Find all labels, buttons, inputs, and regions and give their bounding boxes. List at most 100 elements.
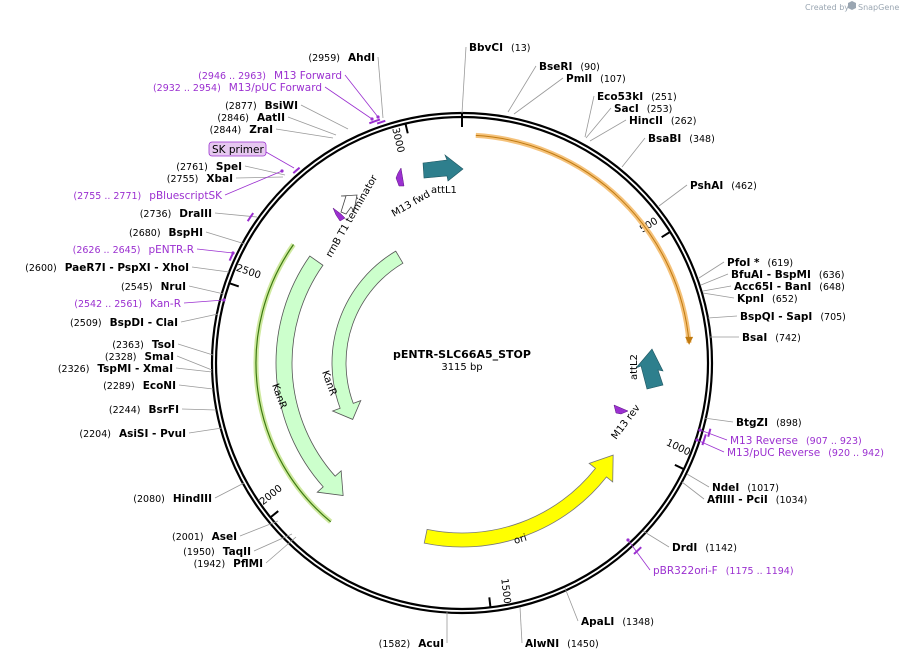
ori-arrow [423, 454, 614, 548]
primer-label[interactable]: pBluescriptSK(2755 .. 2771) [73, 169, 284, 202]
enzyme-site[interactable]: BspHI(2680) [129, 227, 246, 245]
primer-bind-mark [698, 428, 702, 432]
primer-label[interactable]: pENTR-R(2626 .. 2645) [73, 244, 235, 256]
tick-label: 3000 [389, 127, 406, 154]
enzyme-site[interactable]: TspMI - XmaI(2326) [58, 363, 213, 375]
site-leader [275, 128, 334, 139]
enzyme-position: (2680) [129, 228, 161, 239]
enzyme-site[interactable]: HincII(262) [589, 115, 696, 142]
enzyme-site[interactable]: KpnI(652) [702, 292, 798, 305]
enzyme-site[interactable]: HindIII(2080) [133, 482, 245, 505]
enzyme-site[interactable]: TsoI(2363) [112, 339, 214, 356]
primer-label[interactable]: M13/pUC Reverse (920 .. 942) [695, 438, 884, 459]
enzyme-position: (2736) [140, 209, 172, 220]
enzyme-position: (90) [580, 62, 600, 73]
enzyme-site[interactable]: AlwNI(1450) [519, 606, 599, 650]
enzyme-site[interactable]: ZraI(2844) [210, 124, 334, 139]
site-leader [584, 95, 595, 138]
primer-label[interactable]: M13 Reverse(907 .. 923) [698, 428, 862, 447]
enzyme-site[interactable]: BbvCI(13) [461, 42, 531, 114]
enzyme-site[interactable]: SacI(253) [585, 103, 672, 139]
sk-primer-leader [265, 151, 295, 169]
tick-mark [228, 282, 240, 288]
primer-site-arc [228, 251, 235, 262]
enzyme-site[interactable]: TaqII(1950) [183, 533, 293, 558]
enzyme-site[interactable]: Eco53kI(251) [584, 91, 677, 138]
primer-leader [627, 539, 651, 571]
plasmid-name: pENTR-SLC66A5_STOP [393, 348, 531, 361]
enzyme-name: BspDI - ClaI [110, 317, 178, 329]
enzyme-position: (648) [819, 282, 845, 293]
primer-range: (920 .. 942) [828, 448, 884, 459]
site-leader [176, 355, 213, 371]
enzyme-site[interactable]: BsaI(742) [710, 332, 801, 344]
enzyme-site[interactable]: BsaBI(348) [621, 133, 715, 168]
enzyme-site[interactable]: NdeI(1017) [686, 473, 779, 494]
enzyme-position: (2363) [112, 340, 144, 351]
enzyme-site[interactable]: SpeI(2761) [176, 161, 286, 176]
enzyme-site[interactable]: AseI(2001) [172, 520, 279, 543]
enzyme-site[interactable]: AsiSI - PvuI(2204) [79, 427, 223, 440]
enzyme-name: BspQI - SapI [740, 311, 812, 323]
enzyme-position: (2877) [225, 101, 257, 112]
primer-label[interactable]: pBR322ori-F(1175 .. 1194) [626, 538, 794, 577]
site-leader [585, 107, 612, 139]
tick-mark [404, 123, 409, 134]
enzyme-name: BtgZI [736, 417, 768, 429]
enzyme-site[interactable]: AcuI(1582) [379, 612, 448, 650]
enzyme-site[interactable]: AflIII - PciI(1034) [681, 481, 807, 506]
enzyme-site[interactable]: XbaI(2755) [167, 173, 284, 185]
enzyme-name: AsiSI - PvuI [119, 428, 186, 440]
feature-label-m13-fwd: M13 fwd [390, 189, 432, 220]
primer-bind-mark [695, 438, 699, 442]
site-leader [235, 176, 284, 179]
enzyme-name: SpeI [216, 161, 242, 173]
enzyme-site[interactable]: PflMI(1942) [194, 536, 297, 570]
enzyme-site[interactable]: BsiWI(2877) [225, 100, 349, 130]
enzyme-site[interactable]: AhdI(2959) [308, 52, 384, 119]
enzyme-site[interactable]: PshAI(462) [658, 180, 757, 207]
primer-bind-mark [370, 117, 374, 121]
enzyme-site[interactable]: Acc65I - BanI(648) [702, 281, 845, 293]
enzyme-site[interactable]: SmaI(2328) [105, 351, 213, 371]
enzyme-site[interactable]: BsrFI(2244) [109, 404, 217, 416]
primer-leader [196, 248, 234, 254]
m13-fwd-arrow [395, 167, 405, 187]
primer-leader [344, 74, 379, 118]
primer-name: M13/pUC Reverse [727, 447, 820, 459]
enzyme-site[interactable]: BspQI - SapI(705) [707, 311, 846, 323]
enzyme-site[interactable]: PmlI(107) [513, 73, 626, 115]
enzyme-position: (2755) [167, 174, 199, 185]
primer-label[interactable]: M13/pUC Forward(2932 .. 2954) [153, 82, 374, 121]
site-leader [180, 313, 219, 323]
enzyme-position: (1142) [705, 543, 737, 554]
enzyme-site[interactable]: ApaLI(1348) [564, 587, 654, 628]
plasmid-length: 3115 bp [441, 362, 482, 373]
enzyme-site[interactable]: BseRI(90) [507, 61, 600, 113]
sk-primer-badge[interactable]: SK primer [208, 141, 267, 157]
enzyme-site[interactable]: NruI(2545) [121, 281, 225, 295]
enzyme-site[interactable]: DraIII(2736) [140, 208, 258, 220]
enzyme-site[interactable]: BspDI - ClaI(2509) [70, 313, 219, 329]
enzyme-site[interactable]: DrdI(1142) [642, 530, 737, 554]
primer-label[interactable]: M13 Forward(2946 .. 2963) [198, 70, 380, 119]
site-leader [205, 231, 246, 245]
enzyme-site[interactable]: EcoNI(2289) [103, 380, 214, 392]
enzyme-site[interactable]: PfoI *(619) [698, 257, 793, 279]
enzyme-site[interactable]: PaeR7I - PspXI - XhoI(2600) [25, 262, 230, 274]
enzyme-site[interactable]: BfuAI - BspMI(636) [700, 269, 844, 286]
primer-label[interactable]: Kan-R(2542 .. 2561) [74, 298, 226, 310]
kanR-arrow-inner [331, 250, 404, 420]
enzyme-name: AlwNI [525, 638, 559, 650]
enzyme-name: TaqII [223, 546, 251, 558]
tick-mark [488, 597, 492, 608]
enzyme-position: (898) [776, 418, 802, 429]
enzyme-name: AatII [257, 112, 285, 124]
enzyme-position: (107) [600, 74, 626, 85]
site-leader [177, 343, 214, 356]
enzyme-site[interactable]: BtgZI (898) [703, 417, 802, 429]
site-leader [181, 408, 217, 411]
site-leader [702, 285, 732, 292]
enzyme-site[interactable]: AatII(2846) [217, 112, 337, 136]
